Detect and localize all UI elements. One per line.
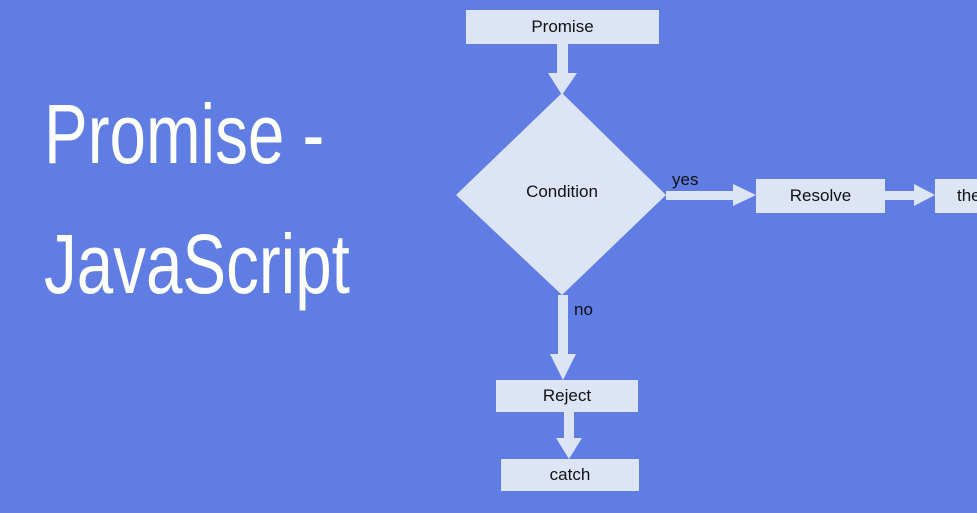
node-reject: Reject: [496, 380, 638, 412]
arrow-reject-to-catch: [556, 412, 582, 459]
edge-label-no: no: [574, 300, 593, 319]
node-promise: Promise: [466, 10, 659, 44]
arrow-resolve-to-then: [885, 184, 935, 206]
node-condition-label: Condition: [526, 182, 598, 201]
title-line-2: JavaScript: [44, 217, 350, 311]
arrow-promise-to-condition: [548, 44, 577, 95]
node-catch: catch: [501, 459, 639, 491]
title-line-1: Promise -: [44, 87, 325, 181]
node-resolve: Resolve: [756, 179, 885, 213]
condition-diamond: [456, 93, 666, 295]
arrow-condition-to-resolve: [666, 184, 756, 206]
edge-label-yes: yes: [672, 170, 699, 189]
arrow-condition-to-reject: [550, 295, 576, 380]
